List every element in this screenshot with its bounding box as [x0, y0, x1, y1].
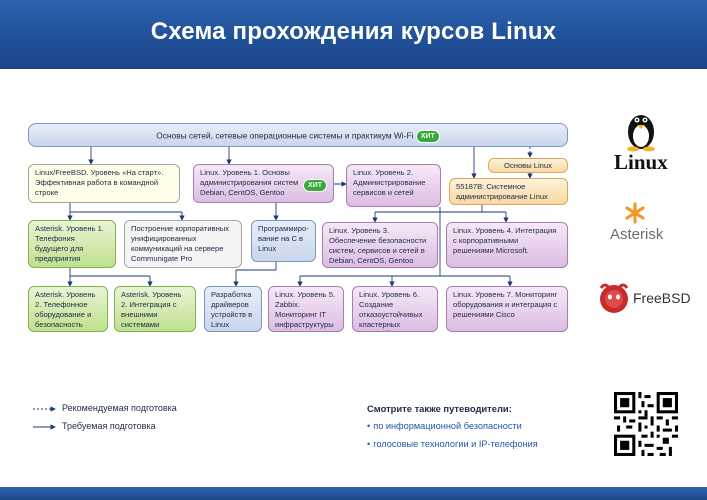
freebsd-logo-text: FreeBSD	[633, 290, 691, 306]
footer-band	[0, 487, 707, 500]
freebsd-daemon-icon	[599, 283, 629, 313]
course-linux-level2[interactable]: Linux. Уровень 2. Администрирование серв…	[346, 164, 441, 207]
course-asterisk-level2-integration[interactable]: Asterisk. Уровень 2. Интеграция с внешни…	[114, 286, 196, 332]
bullet-icon: •	[367, 421, 371, 431]
page-title: Схема прохождения курсов Linux	[150, 18, 557, 45]
course-linux-level1[interactable]: Linux. Уровень 1. Основы администрирован…	[193, 164, 334, 203]
hit-badge-level1: ХИТ	[303, 179, 327, 192]
asterisk-star-icon	[625, 202, 645, 224]
guide-link-security[interactable]: •по информационной безопасности	[367, 421, 522, 431]
course-linux-level4[interactable]: Linux. Уровень 4. Интеграция с корпорати…	[446, 222, 568, 268]
course-asterisk-level1-label: Asterisk. Уровень 1. Телефония будущего …	[35, 224, 104, 263]
qr-code-icon[interactable]	[614, 392, 678, 456]
course-linux-start[interactable]: Linux/FreeBSD. Уровень «На старт». Эффек…	[28, 164, 180, 203]
course-communigate[interactable]: Построение корпоративных унифицированных…	[124, 220, 242, 268]
course-55187b[interactable]: 55187В: Системное администрирование Linu…	[449, 178, 568, 205]
guide-link-voip[interactable]: •голосовые технологии и IP-телефония	[367, 439, 538, 449]
freebsd-logo: FreeBSD	[596, 280, 696, 316]
course-linux-level5-label: Linux. Уровень 5. Zabbix. Мониторинг IT …	[275, 290, 336, 329]
course-linux-level7[interactable]: Linux. Уровень 7. Мониторинг оборудовани…	[446, 286, 568, 332]
guides-title: Смотрите также путеводители:	[367, 403, 512, 414]
guide-link-voip-label: голосовые технологии и IP-телефония	[373, 439, 538, 449]
course-asterisk-level2-integration-label: Asterisk. Уровень 2. Интеграция с внешни…	[121, 290, 182, 329]
course-linux-level4-label: Linux. Уровень 4. Интеграция с корпорати…	[453, 226, 557, 255]
course-linux-drivers[interactable]: Разработка драйверов устройств в Linux	[204, 286, 262, 332]
asterisk-logo: Asterisk	[608, 200, 684, 246]
guide-link-security-label: по информационной безопасности	[373, 421, 522, 431]
asterisk-logo-text: Asterisk	[610, 226, 664, 243]
course-linux-start-label: Linux/FreeBSD. Уровень «На старт». Эффек…	[35, 168, 164, 197]
course-linux-level7-label: Linux. Уровень 7. Мониторинг оборудовани…	[453, 290, 558, 319]
course-linux-level5[interactable]: Linux. Уровень 5. Zabbix. Мониторинг IT …	[268, 286, 344, 332]
fundamentals-course-label: Основы сетей, сетевые операционные систе…	[156, 130, 414, 141]
course-linux-level6[interactable]: Linux. Уровень 6. Создание отказоустойчи…	[352, 286, 438, 332]
linux-logo: Linux	[608, 104, 674, 174]
legend-recommended: Рекомендуемая подготовка	[62, 403, 177, 413]
fundamentals-course-bar[interactable]: Основы сетей, сетевые операционные систе…	[28, 123, 568, 147]
tux-penguin-icon	[627, 115, 655, 152]
course-linux-level2-label: Linux. Уровень 2. Администрирование серв…	[353, 168, 426, 197]
course-linux-level3-label: Linux. Уровень 3. Обеспечение безопаснос…	[329, 226, 427, 265]
course-linux-basics-label: Основы Linux	[504, 161, 552, 170]
course-linux-level1-label: Linux. Уровень 1. Основы администрирован…	[200, 168, 299, 197]
bullet-icon: •	[367, 439, 371, 449]
course-linux-level3[interactable]: Linux. Уровень 3. Обеспечение безопаснос…	[322, 222, 438, 268]
linux-logo-text: Linux	[614, 150, 668, 174]
course-programming-c[interactable]: Программиро-вание на С в Linux	[251, 220, 316, 262]
course-programming-c-label: Программиро-вание на С в Linux	[258, 224, 309, 253]
header-banner: Схема прохождения курсов Linux	[0, 0, 707, 69]
legend-required: Требуемая подготовка	[62, 421, 156, 431]
course-linux-basics[interactable]: Основы Linux	[488, 158, 568, 173]
hit-badge: ХИТ	[415, 130, 440, 143]
course-asterisk-level2-hardware-label: Asterisk. Уровень 2. Телефонное оборудов…	[35, 290, 96, 329]
course-linux-drivers-label: Разработка драйверов устройств в Linux	[211, 290, 253, 329]
course-asterisk-level1[interactable]: Asterisk. Уровень 1. Телефония будущего …	[28, 220, 116, 268]
course-55187b-label: 55187В: Системное администрирование Linu…	[456, 182, 548, 201]
course-linux-level6-label: Linux. Уровень 6. Создание отказоустойчи…	[359, 290, 423, 331]
course-asterisk-level2-hardware[interactable]: Asterisk. Уровень 2. Телефонное оборудов…	[28, 286, 108, 332]
course-communigate-label: Построение корпоративных унифицированных…	[131, 224, 230, 263]
